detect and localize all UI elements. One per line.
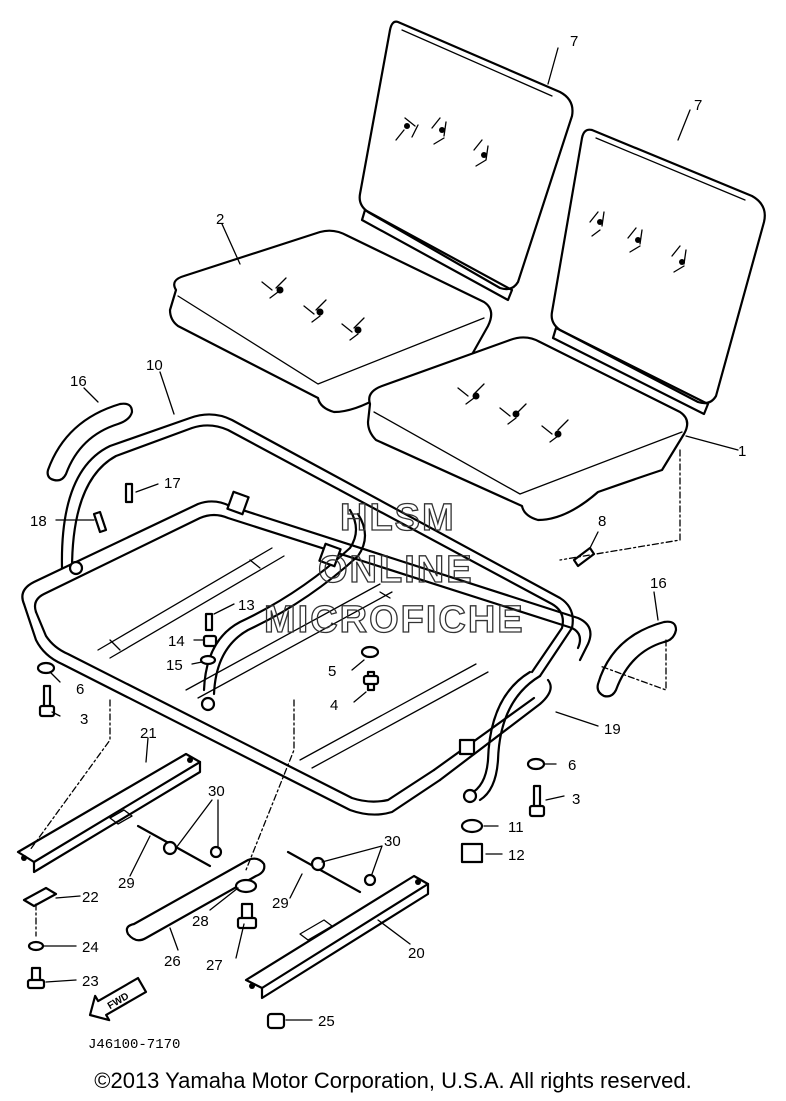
callout-7-right: 7 — [694, 97, 702, 114]
seat-slide-rail-right — [244, 874, 430, 1000]
callout-11: 11 — [508, 819, 524, 836]
callout-7-left: 7 — [570, 33, 578, 50]
callout-labels: 7 7 2 10 16 1 17 18 8 16 13 14 15 5 6 4 … — [30, 33, 746, 1030]
armrest-cover-right — [596, 620, 678, 698]
callout-28: 28 — [192, 913, 209, 930]
callout-25: 25 — [318, 1013, 335, 1030]
callout-6-left: 6 — [76, 681, 84, 698]
callout-5: 5 — [328, 663, 336, 680]
callout-8: 8 — [598, 513, 606, 530]
callout-1: 1 — [738, 443, 746, 460]
lock-rod-right — [286, 850, 362, 894]
watermark-line-3: MICROFICHE — [264, 599, 525, 641]
callout-21: 21 — [140, 725, 157, 742]
seat-slide-rail-left — [16, 752, 202, 874]
callout-19: 19 — [604, 721, 621, 738]
callout-3-right: 3 — [572, 791, 580, 808]
frame-upper — [60, 413, 574, 802]
seat-back-right — [550, 128, 766, 416]
watermark: HLSM ONLINE MICROFICHE — [263, 496, 525, 641]
callout-6-right: 6 — [568, 757, 576, 774]
leader-lines — [29, 47, 739, 1021]
callout-10: 10 — [146, 357, 163, 374]
armrest-cover-left — [46, 402, 134, 482]
seat-cushion-right — [366, 336, 689, 522]
callout-12: 12 — [508, 847, 525, 864]
frame-lower — [21, 490, 592, 816]
seat-lever — [125, 857, 266, 942]
watermark-line-1: HLSM — [340, 497, 456, 539]
callout-30-left: 30 — [208, 783, 225, 800]
callout-13: 13 — [238, 597, 255, 614]
copyright-notice: ©2013 Yamaha Motor Corporation, U.S.A. A… — [94, 1068, 692, 1093]
callout-29-right: 29 — [272, 895, 289, 912]
callout-4: 4 — [330, 697, 338, 714]
watermark-line-2: ONLINE — [318, 549, 474, 591]
callout-24: 24 — [82, 939, 99, 956]
callout-3-left: 3 — [80, 711, 88, 728]
callout-18: 18 — [30, 513, 47, 530]
callout-27: 27 — [206, 957, 223, 974]
hardware — [22, 482, 596, 1030]
callout-30-right: 30 — [384, 833, 401, 850]
callout-17: 17 — [164, 475, 181, 492]
drawing-code: J46100-7170 — [88, 1037, 181, 1053]
callout-29-left: 29 — [118, 875, 135, 892]
callout-16-left: 16 — [70, 373, 87, 390]
seat-back-left — [358, 20, 574, 302]
callout-20: 20 — [408, 945, 425, 962]
callout-16-right: 16 — [650, 575, 667, 592]
callout-15: 15 — [166, 657, 183, 674]
callout-14: 14 — [168, 633, 185, 650]
callout-22: 22 — [82, 889, 99, 906]
callout-23: 23 — [82, 973, 99, 990]
callout-2: 2 — [216, 211, 224, 228]
callout-26: 26 — [164, 953, 181, 970]
